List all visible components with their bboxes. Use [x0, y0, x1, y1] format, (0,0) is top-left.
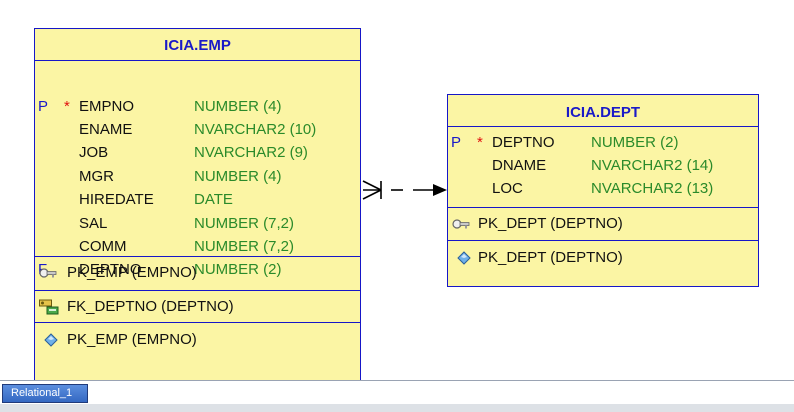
column-type: NUMBER (2)	[591, 134, 679, 151]
column-row[interactable]: DNAME NVARCHAR2 (14)	[448, 156, 758, 176]
column-row[interactable]: MGR NUMBER (4)	[35, 167, 360, 187]
index-row[interactable]: PK_EMP (EMPNO)	[35, 330, 360, 350]
pk-flag: P	[451, 134, 462, 151]
column-type: NUMBER (4)	[194, 168, 282, 185]
column-type: NUMBER (2)	[194, 261, 282, 278]
column-name: DNAME	[492, 157, 547, 174]
column-list: P * EMPNO NUMBER (4) ENAME NVARCHAR2 (10…	[35, 61, 360, 278]
column-row[interactable]: SAL NUMBER (7,2)	[35, 214, 360, 234]
primary-key-row[interactable]: PK_DEPT (DEPTNO)	[448, 214, 758, 234]
crow-foot-lower	[362, 189, 382, 200]
column-type: NUMBER (4)	[194, 98, 282, 115]
crow-foot-upper	[362, 180, 382, 191]
key-icon	[39, 268, 57, 278]
mandatory-mark: *	[477, 134, 483, 151]
index-label: PK_EMP (EMPNO)	[67, 331, 197, 348]
entity-title: ICIA.EMP	[35, 29, 360, 61]
key-icon	[452, 219, 470, 229]
entity-dept[interactable]: ICIA.DEPT P * DEPTNO NUMBER (2) DNAME NV…	[447, 94, 759, 287]
column-row[interactable]: P * DEPTNO NUMBER (2)	[448, 133, 758, 153]
column-name: JOB	[79, 144, 109, 161]
tab-relational-1[interactable]: Relational_1	[2, 384, 88, 403]
primary-key-section: PK_EMP (EMPNO)	[35, 257, 360, 291]
column-row[interactable]: JOB NVARCHAR2 (9)	[35, 143, 360, 163]
index-row[interactable]: PK_DEPT (DEPTNO)	[448, 248, 758, 268]
arrow-head	[433, 184, 447, 196]
index-label: PK_DEPT (DEPTNO)	[478, 249, 623, 266]
column-name: SAL	[79, 215, 108, 232]
pk-flag: P	[38, 98, 49, 115]
column-name: HIREDATE	[79, 191, 154, 208]
mandatory-mark: *	[64, 98, 70, 115]
foreign-key-label: FK_DEPTNO (DEPTNO)	[67, 298, 234, 315]
index-section: PK_EMP (EMPNO)	[35, 323, 360, 380]
column-type: NVARCHAR2 (10)	[194, 121, 317, 138]
column-type: NUMBER (7,2)	[194, 215, 295, 232]
entity-title: ICIA.DEPT	[448, 95, 758, 127]
column-name: EMPNO	[79, 98, 135, 115]
index-diamond-icon	[457, 251, 471, 265]
column-row[interactable]: P * EMPNO NUMBER (4)	[35, 97, 360, 117]
primary-key-section: PK_DEPT (DEPTNO)	[448, 208, 758, 241]
index-diamond-icon	[44, 333, 58, 347]
primary-key-label: PK_DEPT (DEPTNO)	[478, 215, 623, 232]
primary-key-label: PK_EMP (EMPNO)	[67, 264, 197, 281]
column-name: COMM	[79, 238, 127, 255]
entity-emp[interactable]: ICIA.EMP P * EMPNO NUMBER (4) ENAME NVAR…	[34, 28, 361, 381]
foreign-key-section: FK_DEPTNO (DEPTNO)	[35, 291, 360, 323]
foreign-key-icon	[39, 299, 59, 315]
column-list: P * DEPTNO NUMBER (2) DNAME NVARCHAR2 (1…	[448, 127, 758, 208]
foreign-key-row[interactable]: FK_DEPTNO (DEPTNO)	[35, 297, 360, 317]
index-section: PK_DEPT (DEPTNO)	[448, 241, 758, 286]
column-row[interactable]: LOC NVARCHAR2 (13)	[448, 179, 758, 199]
column-name: DEPTNO	[79, 261, 142, 278]
column-name: MGR	[79, 168, 114, 185]
column-row[interactable]: ENAME NVARCHAR2 (10)	[35, 120, 360, 140]
relationship-connector[interactable]	[361, 176, 449, 204]
column-name: LOC	[492, 180, 523, 197]
column-name: DEPTNO	[492, 134, 555, 151]
column-name: ENAME	[79, 121, 133, 138]
diagram-canvas[interactable]: ICIA.EMP P * EMPNO NUMBER (4) ENAME NVAR…	[0, 0, 794, 381]
column-row[interactable]: COMM NUMBER (7,2)	[35, 237, 360, 257]
column-type: NVARCHAR2 (14)	[591, 157, 714, 174]
column-type: NVARCHAR2 (13)	[591, 180, 714, 197]
primary-key-row[interactable]: PK_EMP (EMPNO)	[35, 263, 360, 283]
column-type: NUMBER (7,2)	[194, 238, 295, 255]
column-type: DATE	[194, 191, 233, 208]
column-row[interactable]: HIREDATE DATE	[35, 190, 360, 210]
column-type: NVARCHAR2 (9)	[194, 144, 308, 161]
bottom-scroll-strip	[0, 404, 794, 412]
